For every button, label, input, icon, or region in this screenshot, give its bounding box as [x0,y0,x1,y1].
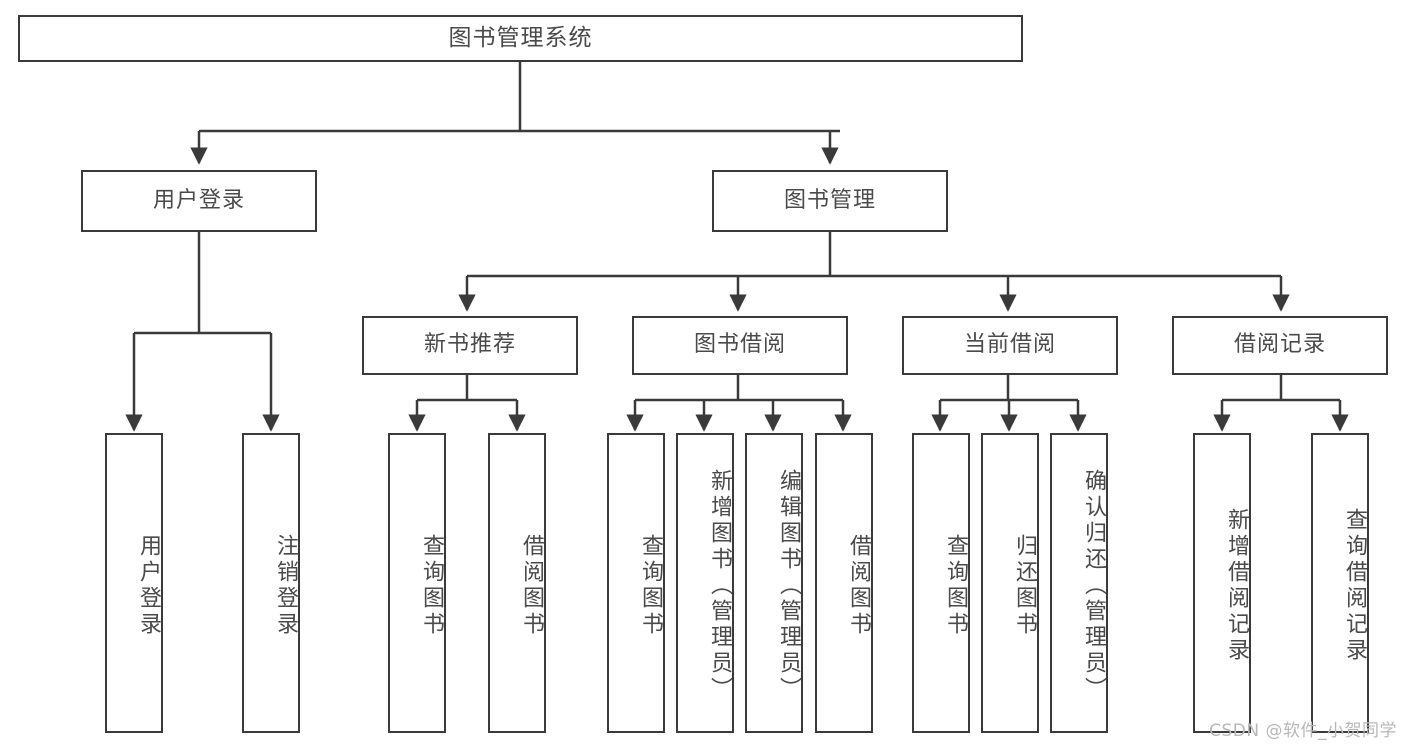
node-leaf-return-book-label: 归还图书 [1012,534,1037,638]
node-leaf-add-borrow-record-label: 新增借阅记录 [1224,508,1249,664]
node-leaf-query-book-1[interactable]: 查询图书 [388,433,446,733]
node-book-manage-label: 图书管理 [783,187,876,213]
node-leaf-logout-login-label: 注销登录 [273,534,298,638]
node-leaf-confirm-return-admin-label: 确认归还（管理员） [1081,469,1106,703]
node-leaf-user-login-label: 用户登录 [136,534,161,638]
node-new-book-recommend-label: 新书推荐 [423,332,516,358]
node-leaf-edit-book-admin-label: 编辑图书（管理员） [776,469,801,703]
node-book-borrow-label: 图书借阅 [693,332,786,358]
node-leaf-query-borrow-record[interactable]: 查询借阅记录 [1311,433,1369,733]
node-book-borrow[interactable]: 图书借阅 [632,316,848,375]
node-leaf-query-borrow-record-label: 查询借阅记录 [1342,508,1367,664]
node-leaf-add-borrow-record[interactable]: 新增借阅记录 [1193,433,1251,733]
node-borrow-record[interactable]: 借阅记录 [1172,316,1388,375]
node-current-borrow[interactable]: 当前借阅 [902,316,1118,375]
node-leaf-user-login[interactable]: 用户登录 [105,433,163,733]
node-leaf-query-book-3-label: 查询图书 [943,534,968,638]
node-new-book-recommend[interactable]: 新书推荐 [362,316,578,375]
csdn-watermark: CSDN @软件_小贺同学 [1209,721,1397,741]
node-current-borrow-label: 当前借阅 [963,332,1056,358]
node-book-manage[interactable]: 图书管理 [712,170,948,232]
node-leaf-add-book-admin-label: 新增图书（管理员） [707,469,732,703]
node-leaf-query-book-2[interactable]: 查询图书 [607,433,665,733]
node-leaf-borrow-book-2-label: 借阅图书 [846,534,871,638]
node-leaf-query-book-2-label: 查询图书 [638,534,663,638]
node-leaf-return-book[interactable]: 归还图书 [981,433,1039,733]
node-leaf-query-book-1-label: 查询图书 [419,534,444,638]
node-root-system[interactable]: 图书管理系统 [18,15,1023,62]
node-leaf-borrow-book-1[interactable]: 借阅图书 [488,433,546,733]
node-leaf-query-book-3[interactable]: 查询图书 [912,433,970,733]
node-root-system-label: 图书管理系统 [448,24,593,51]
node-leaf-logout-login[interactable]: 注销登录 [242,433,300,733]
node-user-login[interactable]: 用户登录 [81,170,317,232]
node-leaf-add-book-admin[interactable]: 新增图书（管理员） [676,433,734,733]
node-leaf-confirm-return-admin[interactable]: 确认归还（管理员） [1050,433,1108,733]
node-leaf-borrow-book-1-label: 借阅图书 [519,534,544,638]
node-leaf-edit-book-admin[interactable]: 编辑图书（管理员） [745,433,803,733]
node-borrow-record-label: 借阅记录 [1233,332,1326,358]
node-leaf-borrow-book-2[interactable]: 借阅图书 [815,433,873,733]
node-user-login-label: 用户登录 [152,187,245,213]
